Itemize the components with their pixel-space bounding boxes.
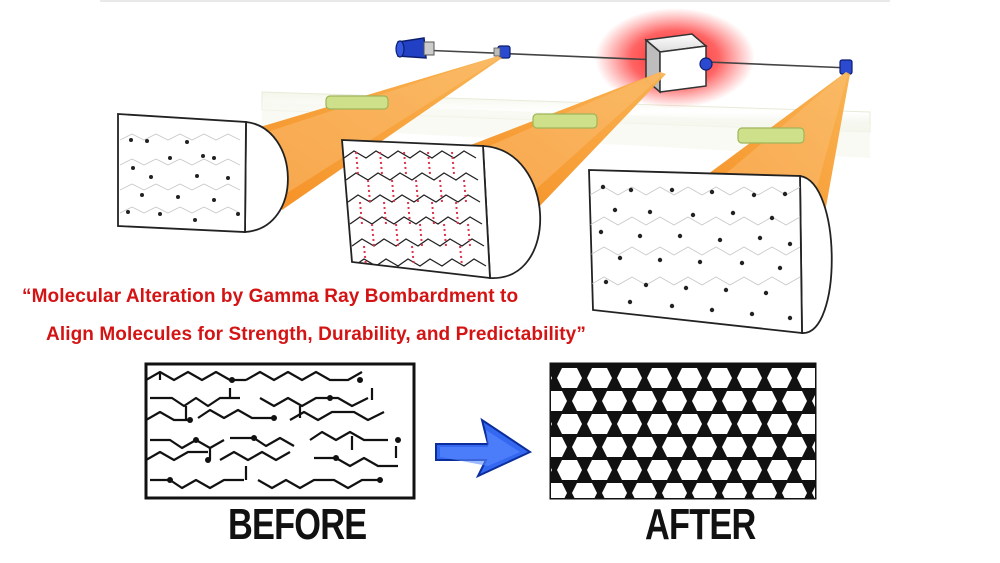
honeycomb-cell (587, 368, 612, 388)
honeycomb-cell (767, 460, 792, 480)
material-sample-panel-2 (341, 139, 542, 280)
rail-tube-segment (737, 127, 805, 144)
rail-tube-segment (325, 95, 389, 110)
honeycomb-cell (707, 414, 732, 434)
honeycomb-cell (617, 414, 642, 434)
honeycomb-cell (797, 368, 815, 388)
honeycomb-cell (782, 483, 807, 498)
honeycomb-cell (722, 483, 747, 498)
honeycomb-cell (677, 414, 702, 434)
before-label: BEFORE (228, 500, 367, 549)
honeycomb-cell (692, 483, 717, 498)
honeycomb-cell (842, 391, 867, 411)
right-arrow-icon (435, 417, 533, 479)
honeycomb-cell (842, 437, 867, 457)
honeycomb-cell (632, 483, 657, 498)
caption-line-2: Align Molecules for Strength, Durability… (46, 324, 586, 345)
honeycomb-cell (572, 483, 597, 498)
before-structure-diagram (144, 362, 416, 500)
honeycomb-cell (662, 391, 687, 411)
honeycomb-cell (827, 460, 852, 480)
honeycomb-cell (677, 460, 702, 480)
honeycomb-cell (551, 376, 552, 380)
honeycomb-cell (827, 368, 852, 388)
honeycomb-cell (812, 487, 815, 498)
honeycomb-cell (602, 391, 627, 411)
caption-line-1: “Molecular Alteration by Gamma Ray Bomba… (22, 286, 519, 307)
honeycomb-cell (647, 368, 672, 388)
honeycomb-cell (647, 414, 672, 434)
honeycomb-cell (692, 437, 717, 457)
material-sample-panel-3 (588, 169, 833, 335)
honeycomb-cell (587, 414, 612, 434)
honeycomb-cell (632, 391, 657, 411)
honeycomb-cell (572, 391, 597, 411)
honeycomb-cell (551, 391, 567, 411)
material-sample-panel-1 (117, 113, 289, 233)
honeycomb-cell (767, 368, 792, 388)
gamma-beam (250, 56, 502, 210)
honeycomb-cell (797, 414, 815, 434)
honeycomb-cell (812, 441, 815, 453)
rail-tube-segment (532, 113, 598, 129)
honeycomb-cell (707, 460, 732, 480)
honeycomb-cell (617, 368, 642, 388)
honeycomb-cell (602, 483, 627, 498)
honeycomb-cell (632, 437, 657, 457)
honeycomb-cell (752, 437, 777, 457)
honeycomb-cell (557, 414, 582, 434)
honeycomb-cell (737, 460, 762, 480)
honeycomb-cell (722, 437, 747, 457)
honeycomb-cell (827, 414, 852, 434)
honeycomb-cell (842, 483, 867, 503)
honeycomb-cell (572, 437, 597, 457)
honeycomb-cell (797, 460, 815, 480)
nozzle-icon (493, 45, 511, 59)
honeycomb-cell (722, 391, 747, 411)
honeycomb-cell (752, 391, 777, 411)
nozzle-icon (839, 59, 853, 75)
honeycomb-cell (692, 391, 717, 411)
honeycomb-cell (767, 414, 792, 434)
honeycomb-cell (551, 468, 552, 472)
honeycomb-cell (557, 368, 582, 388)
honeycomb-cell (737, 414, 762, 434)
honeycomb-cell (551, 483, 567, 498)
honeycomb-cell (602, 437, 627, 457)
honeycomb-cell (782, 437, 807, 457)
honeycomb-cell (707, 368, 732, 388)
honeycomb-cell (551, 422, 552, 426)
honeycomb-cell (737, 368, 762, 388)
honeycomb-cell (587, 460, 612, 480)
honeycomb-cell (647, 460, 672, 480)
after-structure-diagram (549, 362, 867, 503)
honeycomb-cell (551, 437, 567, 457)
emitter-cone-icon (395, 37, 435, 59)
honeycomb-cell (557, 460, 582, 480)
after-label: AFTER (645, 500, 756, 549)
honeycomb-cell (662, 437, 687, 457)
honeycomb-cell (617, 460, 642, 480)
honeycomb-cell (782, 391, 807, 411)
honeycomb-cell (662, 483, 687, 498)
beam-line (419, 49, 851, 69)
honeycomb-cell (812, 395, 815, 407)
honeycomb-cell (752, 483, 777, 498)
honeycomb-cell (677, 368, 702, 388)
